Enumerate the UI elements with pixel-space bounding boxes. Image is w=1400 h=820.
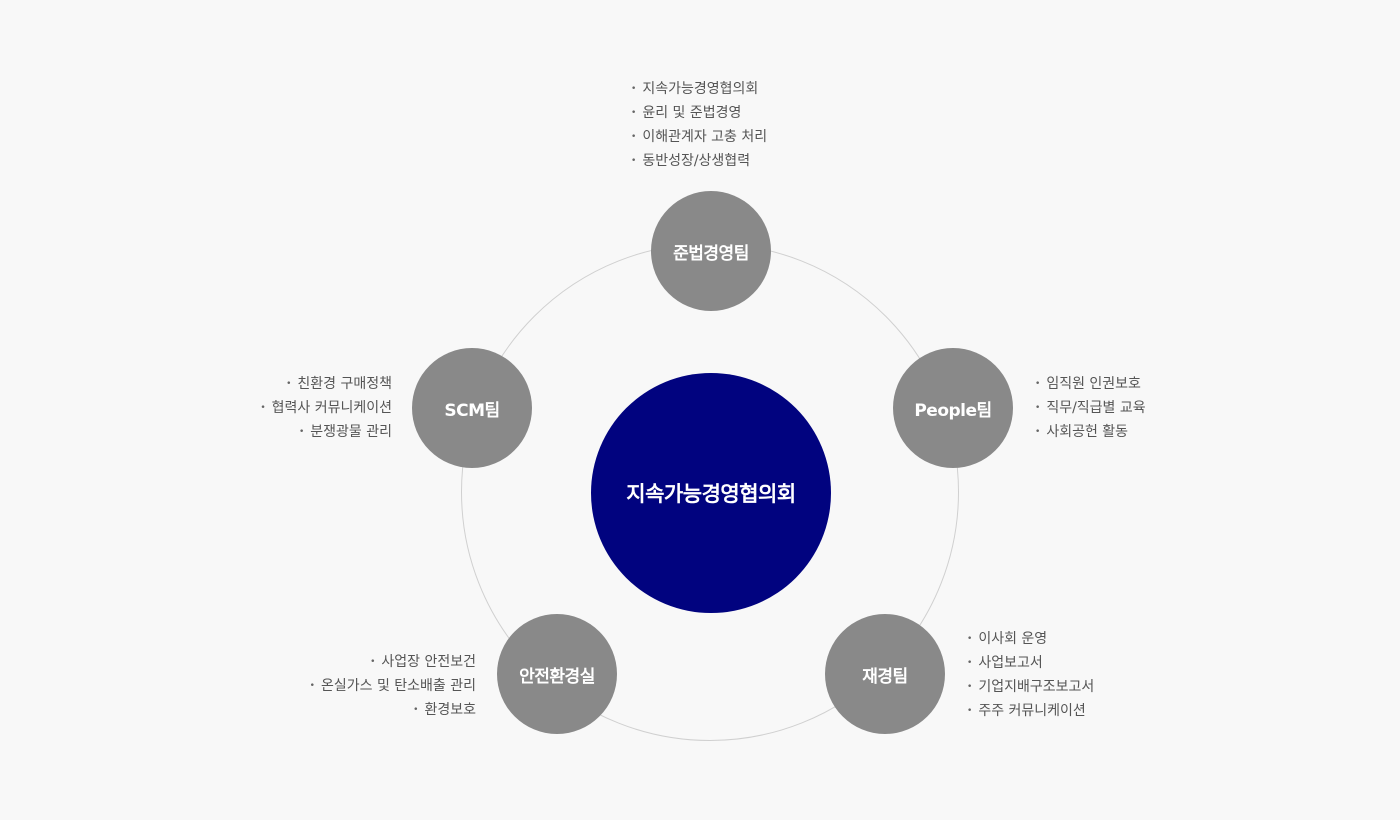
team-node-safety: 안전환경실 [497,614,617,734]
center-label: 지속가능경영협의회 [626,482,796,506]
duty-list-finance: 이사회 운영 사업보고서 기업지배구조보고서 주주 커뮤니케이션 [967,627,1094,723]
team-label-people: People팀 [914,400,992,421]
duty-item: 온실가스 및 탄소배출 관리 [310,674,476,698]
duty-list-safety: 사업장 안전보건 온실가스 및 탄소배출 관리 환경보호 [310,650,476,722]
duty-item: 사회공헌 활동 [1035,420,1146,444]
duty-item: 사업장 안전보건 [310,650,476,674]
duty-item: 동반성장/상생협력 [631,149,767,173]
team-node-scm: SCM팀 [412,348,532,468]
center-node: 지속가능경영협의회 [591,373,831,613]
duty-list-compliance: 지속가능경영협의회 윤리 및 준법경영 이해관계자 고충 처리 동반성장/상생협… [631,77,767,173]
duty-item: 분쟁광물 관리 [260,420,392,444]
duty-list-scm: 친환경 구매정책 협력사 커뮤니케이션 분쟁광물 관리 [260,372,392,444]
duty-item: 이해관계자 고충 처리 [631,125,767,149]
duty-item: 협력사 커뮤니케이션 [260,396,392,420]
duty-item: 환경보호 [310,698,476,722]
duty-item: 기업지배구조보고서 [967,675,1094,699]
duty-item: 지속가능경영협의회 [631,77,767,101]
team-label-safety: 안전환경실 [519,666,595,687]
duty-item: 이사회 운영 [967,627,1094,651]
team-node-compliance: 준법경영팀 [651,191,771,311]
team-label-scm: SCM팀 [444,400,500,421]
duty-item: 임직원 인권보호 [1035,372,1146,396]
duty-item: 직무/직급별 교육 [1035,396,1145,420]
team-node-finance: 재경팀 [825,614,945,734]
duty-list-people: 임직원 인권보호 직무/직급별 교육 사회공헌 활동 [1035,372,1146,444]
duty-item: 주주 커뮤니케이션 [967,699,1094,723]
team-node-people: People팀 [893,348,1013,468]
team-label-finance: 재경팀 [862,666,908,687]
duty-item: 친환경 구매정책 [260,372,392,396]
duty-item: 사업보고서 [967,651,1094,675]
team-label-compliance: 준법경영팀 [673,243,749,264]
duty-item: 윤리 및 준법경영 [631,101,767,125]
